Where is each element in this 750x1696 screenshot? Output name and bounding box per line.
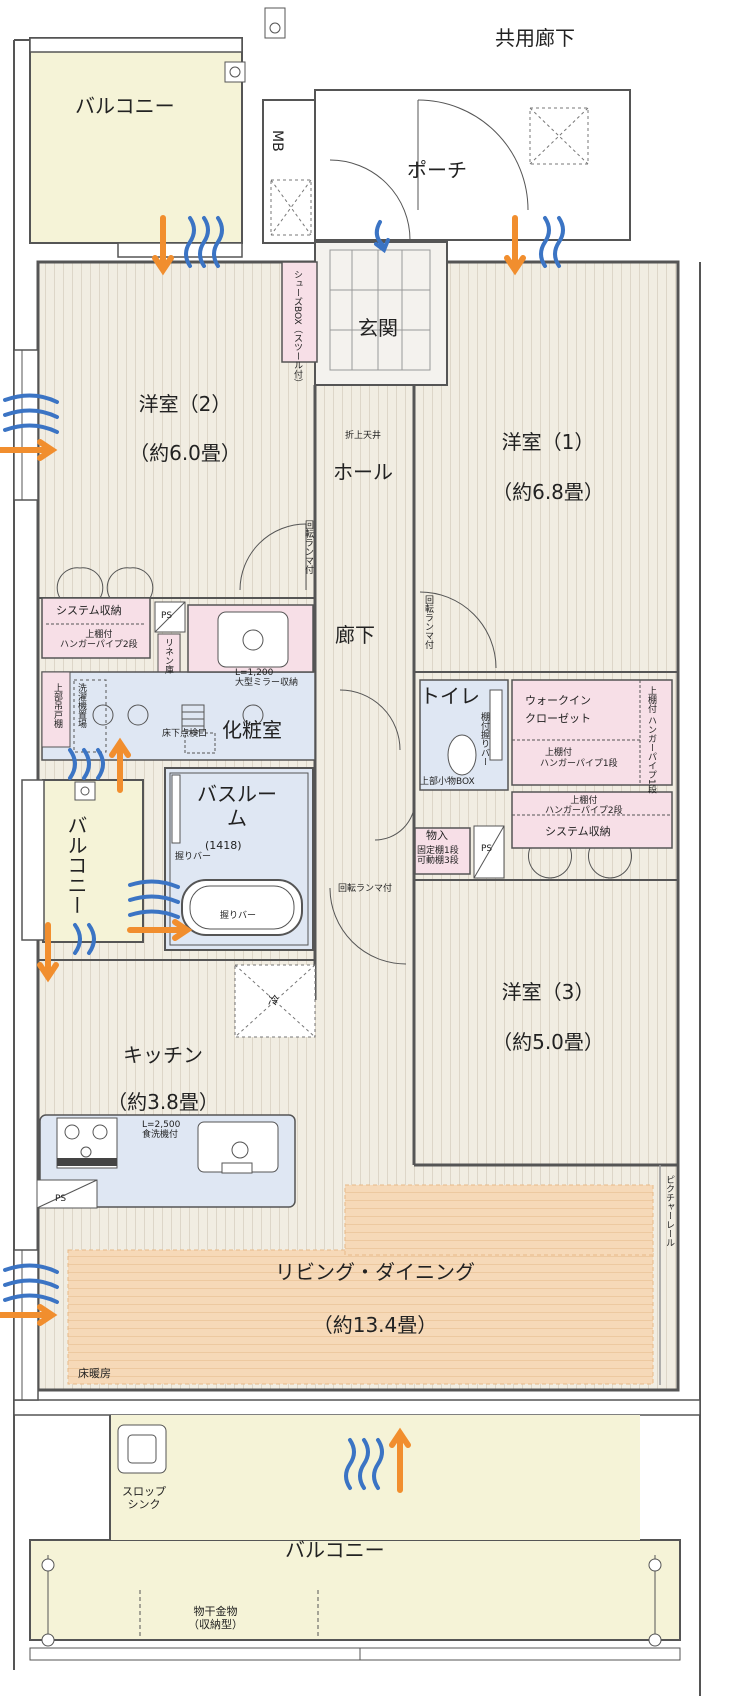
mirror-storage-label: L=1,200 大型ミラー収納 bbox=[235, 668, 299, 689]
storage-label: 物入 bbox=[426, 829, 448, 842]
hanger-pipe-label-1: ハンガーパイプ1段 bbox=[540, 759, 618, 769]
balcony-bottom-label: バルコニー bbox=[285, 1538, 385, 1562]
storage-shelves-label: 固定棚1段 可動棚3段 bbox=[417, 846, 459, 867]
living-size: （約13.4畳） bbox=[312, 1313, 438, 1337]
bathroom-label: バスルーム bbox=[197, 782, 277, 830]
vanity-room bbox=[41, 604, 316, 761]
ps-label-2: PS bbox=[481, 844, 493, 854]
system-storage-label-1: システム収納 bbox=[56, 604, 122, 617]
system-storage-label-2: システム収納 bbox=[545, 825, 611, 838]
grab-bar-label-1: 握りバー bbox=[175, 852, 212, 862]
toilet-label: トイレ bbox=[420, 684, 480, 708]
room3-size: （約5.0畳） bbox=[492, 1030, 604, 1054]
porch-label: ポーチ bbox=[407, 158, 467, 182]
ps-label-3: PS bbox=[55, 1194, 67, 1204]
upper-shelf-pipe-label-1: 上棚付 ハンガーパイプ2段 bbox=[60, 630, 138, 651]
corridor-label: 廊下 bbox=[335, 623, 375, 647]
ps-label-1: PS bbox=[161, 611, 173, 621]
picture-rail-label: ピクチャーレール bbox=[664, 1175, 674, 1247]
rotary-lamp-label-3: 回転ランマ付 bbox=[338, 884, 393, 894]
grab-bar-label-2: 握りバー bbox=[220, 911, 257, 921]
room2-label: 洋室（2） bbox=[138, 392, 232, 416]
drying-hardware-label: 物干金物 （収納型） bbox=[188, 1605, 243, 1632]
slop-sink-label: スロップ シンク bbox=[122, 1485, 166, 1512]
bathroom-room bbox=[164, 767, 314, 951]
upper-shelf-pipe-wic-label: 上棚付 ハンガーパイプ1段 bbox=[646, 686, 656, 794]
airflow-arrows bbox=[0, 215, 565, 1493]
mb-porch bbox=[224, 7, 631, 244]
bath-size-label: (1418) bbox=[205, 839, 242, 852]
counter-label: L=2,500 食洗機付 bbox=[142, 1120, 181, 1141]
system-storage-room2 bbox=[41, 567, 186, 683]
folded-ceiling-label: 折上天井 bbox=[345, 431, 382, 441]
mb-label: MB bbox=[269, 130, 285, 152]
rotary-lamp-label-2: 回転ランマ付 bbox=[423, 595, 433, 649]
balcony-top-label: バルコニー bbox=[75, 94, 175, 118]
linen-label: リネン庫 bbox=[163, 638, 173, 674]
upper-shelf-label-1: 上棚付 bbox=[545, 748, 573, 758]
laundry-label: 洗濯機置場 bbox=[76, 683, 86, 728]
upper-small-box-label: 上部小物BOX bbox=[420, 777, 475, 787]
kitchen-size: （約3.8畳） bbox=[107, 1090, 219, 1114]
entrance-label: 玄関 bbox=[358, 316, 398, 340]
shoes-box-label: シューズBOX（スツール付） bbox=[292, 270, 302, 388]
common-corridor-label: 共用廊下 bbox=[495, 26, 575, 50]
balcony-mid-label: バルコニー bbox=[64, 815, 88, 915]
fridge-space bbox=[234, 964, 316, 1038]
room2-size: （約6.0畳） bbox=[129, 441, 241, 465]
balcony-mid bbox=[21, 779, 144, 943]
floor-heating-label: 床暖房 bbox=[78, 1367, 111, 1380]
living-label: リビング・ダイニング bbox=[275, 1260, 475, 1284]
room1-label: 洋室（1） bbox=[501, 430, 595, 454]
floor-inspection-label: 床下点検口 bbox=[162, 729, 208, 739]
walkin-closet-label: ウォークイン クローゼット bbox=[525, 694, 591, 725]
room1-size: （約6.8畳） bbox=[492, 480, 604, 504]
upper-shelf-pipe-label-2: 上棚付 ハンガーパイプ2段 bbox=[545, 796, 623, 817]
hall-label: ホール bbox=[333, 460, 393, 484]
fridge-label: 冷 bbox=[268, 994, 279, 1007]
kitchen-counter bbox=[36, 1114, 296, 1209]
room3-label: 洋室（3） bbox=[501, 980, 595, 1004]
shelf-grab-bar-label: 棚付握りバー bbox=[479, 712, 489, 766]
rotary-lamp-label-1: 回転ランマ付 bbox=[303, 520, 313, 574]
balcony-top bbox=[13, 37, 243, 1670]
right-column bbox=[414, 679, 673, 879]
kitchen-label: キッチン bbox=[123, 1043, 203, 1067]
vanity-label: 化粧室 bbox=[222, 718, 282, 742]
balcony-bottom bbox=[13, 1399, 701, 1661]
upper-cabinet-label: 上部吊戸棚 bbox=[52, 683, 62, 728]
